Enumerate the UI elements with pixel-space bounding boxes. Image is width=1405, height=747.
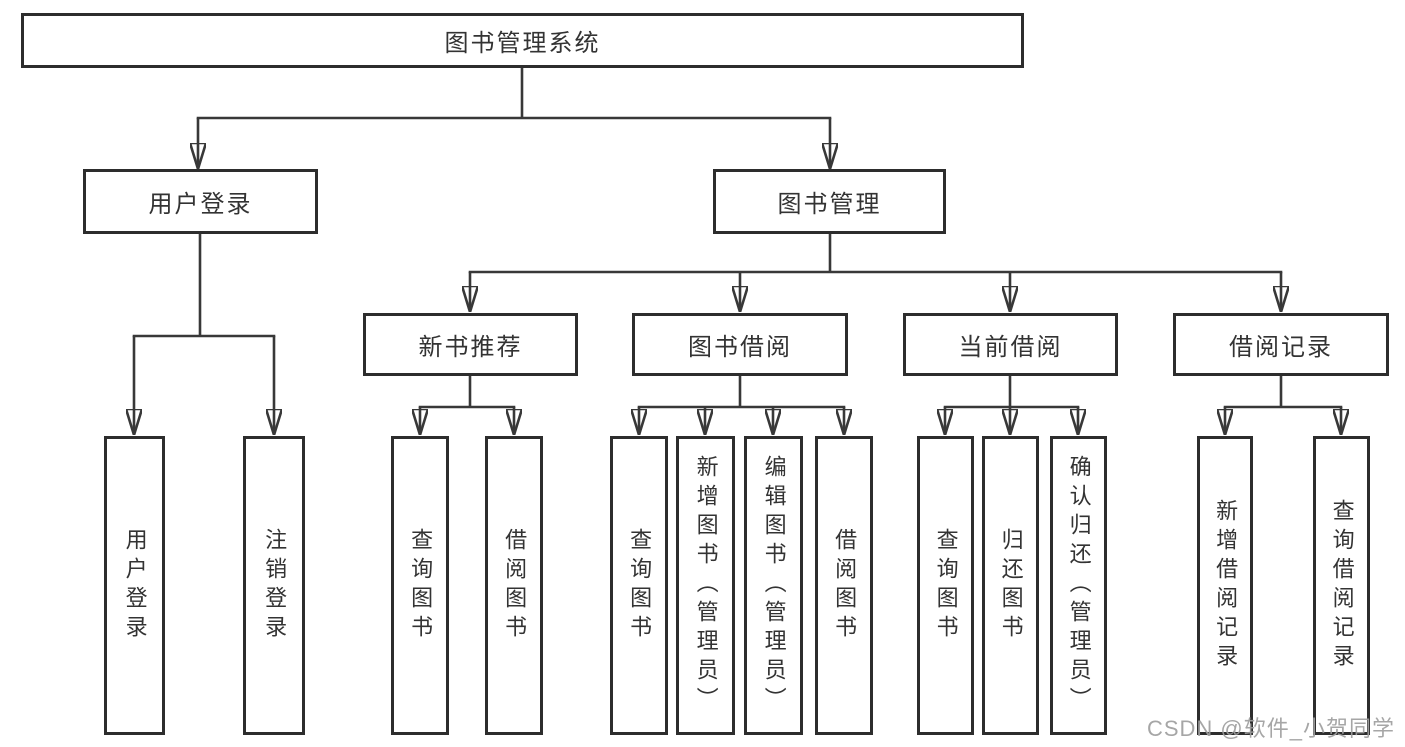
leaf-current-query-books: 查询图书: [917, 436, 974, 735]
leaf-borrow-books: 借阅图书: [815, 436, 873, 735]
csdn-watermark: CSDN @软件_小贺同学: [1146, 716, 1395, 741]
node-new-book-recommend-label: 新书推荐: [418, 334, 523, 361]
leaf-confirm-return-admin-label: 确认归还（管理员）: [1066, 455, 1092, 716]
leaf-query-borrow-record: 查询借阅记录: [1313, 436, 1370, 735]
leaf-recommend-query-books-label: 查询图书: [408, 527, 434, 644]
leaf-confirm-return-admin: 确认归还（管理员）: [1050, 436, 1107, 735]
node-current-borrow-label: 当前借阅: [958, 334, 1063, 361]
node-borrow-records-label: 借阅记录: [1229, 334, 1333, 361]
node-borrow-records: 借阅记录: [1173, 313, 1389, 376]
edge-recommend-to-leaves: [420, 376, 514, 434]
leaf-add-books-admin: 新增图书（管理员）: [676, 436, 735, 735]
node-user-login-label: 用户登录: [148, 191, 253, 218]
node-current-borrow: 当前借阅: [903, 313, 1118, 376]
leaf-recommend-query-books: 查询图书: [391, 436, 449, 735]
leaf-current-query-books-label: 查询图书: [933, 527, 959, 644]
leaf-recommend-borrow-books-label: 借阅图书: [502, 527, 528, 644]
node-root-system: 图书管理系统: [21, 13, 1024, 68]
leaf-recommend-borrow-books: 借阅图书: [485, 436, 543, 735]
node-user-login: 用户登录: [83, 169, 318, 234]
leaf-return-books: 归还图书: [982, 436, 1039, 735]
leaf-edit-books-admin-label: 编辑图书（管理员）: [761, 455, 787, 716]
edge-records-to-leaves: [1225, 376, 1341, 434]
leaf-logout: 注销登录: [243, 436, 305, 735]
leaf-add-borrow-record: 新增借阅记录: [1197, 436, 1253, 735]
edge-borrow-to-leaves: [639, 376, 844, 434]
leaf-return-books-label: 归还图书: [998, 527, 1024, 644]
leaf-user-login: 用户登录: [104, 436, 165, 735]
leaf-query-borrow-record-label: 查询借阅记录: [1329, 498, 1355, 673]
leaf-borrow-books-label: 借阅图书: [832, 527, 858, 644]
edge-management-to-modules: [470, 234, 1281, 311]
edge-root-to-level2: [198, 68, 830, 168]
leaf-borrow-query-books-label: 查询图书: [627, 527, 653, 644]
leaf-user-login-label: 用户登录: [122, 527, 148, 644]
leaf-logout-label: 注销登录: [262, 527, 288, 644]
node-book-borrow: 图书借阅: [632, 313, 848, 376]
leaf-borrow-query-books: 查询图书: [610, 436, 668, 735]
leaf-edit-books-admin: 编辑图书（管理员）: [744, 436, 803, 735]
leaf-add-books-admin-label: 新增图书（管理员）: [693, 455, 719, 716]
node-book-management: 图书管理: [713, 169, 946, 234]
edge-current-to-leaves: [945, 376, 1078, 434]
node-book-management-label: 图书管理: [777, 191, 882, 218]
edge-login-to-leaves: [134, 234, 274, 434]
node-book-borrow-label: 图书借阅: [688, 334, 792, 361]
leaf-add-borrow-record-label: 新增借阅记录: [1213, 498, 1239, 673]
node-root-label: 图书管理系统: [444, 30, 601, 57]
node-new-book-recommend: 新书推荐: [363, 313, 578, 376]
